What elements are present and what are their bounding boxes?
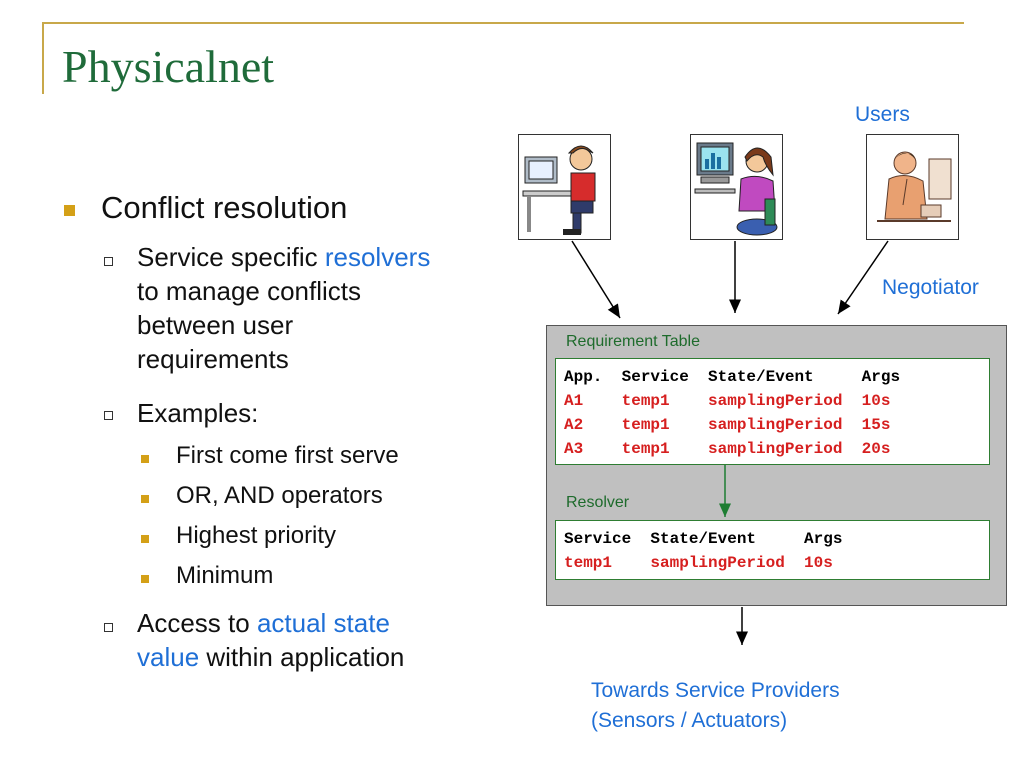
requirement-table: App. Service State/Event Args A1 temp1 s… [555,358,990,465]
providers-caption: Towards Service Providers (Sensors / Act… [591,676,840,736]
access-highlight: actual state [256,608,390,638]
negotiator-label: Negotiator [882,276,979,299]
example-bullet-icon [141,495,149,503]
sub-bullet-resolvers: Service specific resolvers to manage con… [137,240,507,376]
bullet-conflict-resolution: Conflict resolution [101,190,348,225]
sub-bullet-icon [104,257,113,266]
resolvers-line4: requirements [137,344,289,374]
resolvers-line3: between user [137,310,294,340]
requirement-table-header: App. Service State/Event Args [564,368,901,386]
example-bullet-icon [141,535,149,543]
green-arrow [719,465,731,517]
sub-bullet-icon [104,411,113,420]
user-at-desk-icon [866,134,959,240]
sub-bullet-examples: Examples: [137,398,259,428]
access-text-2: within application [199,642,405,672]
example-item: First come first serve [176,442,399,469]
resolvers-highlight: resolvers [324,242,431,272]
requirement-table-row: A3 temp1 samplingPeriod 20s [564,440,891,458]
access-text: Access to [137,608,257,638]
requirement-table-label: Requirement Table [566,333,701,350]
page-title: Physicalnet [62,41,275,92]
title-rule-vertical [42,22,44,94]
resolver-table-header: Service State/Event Args [564,530,843,548]
access-highlight-2: value [137,642,200,672]
bullet-square-icon [64,205,75,216]
title-rule-horizontal [42,22,964,24]
sub-bullet-icon [104,623,113,632]
providers-line2: (Sensors / Actuators) [591,709,788,732]
requirement-table-row: A1 temp1 samplingPeriod 10s [564,392,891,410]
example-item: Highest priority [176,522,337,549]
example-bullet-icon [141,575,149,583]
resolvers-text: Service specific [137,242,325,272]
users-label: Users [855,103,910,126]
example-item: OR, AND operators [176,482,383,509]
providers-line1: Towards Service Providers [591,679,840,702]
user-viewing-chart-icon [690,134,783,240]
resolver-table-row: temp1 samplingPeriod 10s [564,554,833,572]
resolver-table: Service State/Event Args temp1 samplingP… [555,520,990,580]
user-at-computer-icon [518,134,611,240]
requirement-table-row: A2 temp1 samplingPeriod 15s [564,416,891,434]
resolver-label: Resolver [566,494,630,511]
sub-bullet-access: Access to actual state value within appl… [137,606,507,674]
example-item: Minimum [176,562,274,589]
example-bullet-icon [141,455,149,463]
resolvers-line2: to manage conflicts [137,276,362,306]
